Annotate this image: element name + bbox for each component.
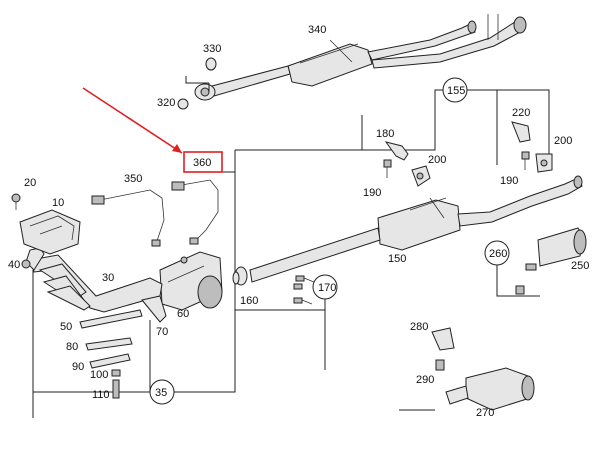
label-10: 10	[52, 197, 64, 209]
label-60: 60	[177, 308, 189, 320]
label-250: 250	[571, 260, 589, 272]
label-40: 40	[8, 259, 20, 271]
label-35: 35	[155, 387, 167, 399]
label-110: 110	[92, 389, 110, 401]
label-100: 100	[90, 369, 108, 381]
label-360: 360	[193, 157, 211, 169]
label-160: 160	[240, 295, 258, 307]
heat-shield-10[interactable]	[11, 193, 81, 269]
label-90: 90	[72, 361, 84, 373]
label-320: 320	[157, 97, 175, 109]
label-180: 180	[376, 128, 394, 140]
hangers-group-155[interactable]	[383, 121, 553, 187]
label-220: 220	[512, 107, 530, 119]
label-20: 20	[24, 177, 36, 189]
label-280: 280	[410, 321, 428, 333]
label-270: 270	[476, 407, 494, 419]
o2-sensors[interactable]	[91, 179, 219, 247]
rear-muffler-340[interactable]	[177, 14, 527, 110]
label-30: 30	[102, 272, 114, 284]
label-70: 70	[156, 326, 168, 338]
label-50: 50	[60, 321, 72, 333]
highlight-box-360[interactable]	[183, 151, 223, 173]
catalytic-converter-60[interactable]	[159, 251, 223, 311]
label-290: 290	[416, 374, 434, 386]
label-155: 155	[447, 85, 465, 97]
label-200-left: 200	[428, 154, 446, 166]
label-190-right: 190	[500, 175, 518, 187]
tailpipe-tip-250[interactable]	[515, 227, 587, 295]
label-340: 340	[308, 24, 326, 36]
exhaust-manifold-30[interactable]	[25, 247, 163, 313]
label-200-right: 200	[554, 135, 572, 147]
label-170: 170	[318, 282, 336, 294]
part-labels: 20 10 40 30 350 360 50 80 90 100 110 60 …	[8, 24, 589, 419]
assembly-brackets	[32, 89, 550, 418]
tailpipe-tip-270[interactable]	[431, 327, 535, 411]
clamp-160[interactable]	[232, 266, 248, 286]
hardware-brackets[interactable]	[79, 295, 167, 399]
label-330: 330	[203, 43, 221, 55]
center-muffler-150[interactable]	[249, 175, 583, 305]
label-80: 80	[66, 341, 78, 353]
label-260: 260	[489, 248, 507, 260]
label-350: 350	[124, 173, 142, 185]
callout-circles	[149, 77, 510, 405]
highlight-leader	[82, 87, 223, 173]
label-150: 150	[388, 253, 406, 265]
label-190-left: 190	[363, 187, 381, 199]
